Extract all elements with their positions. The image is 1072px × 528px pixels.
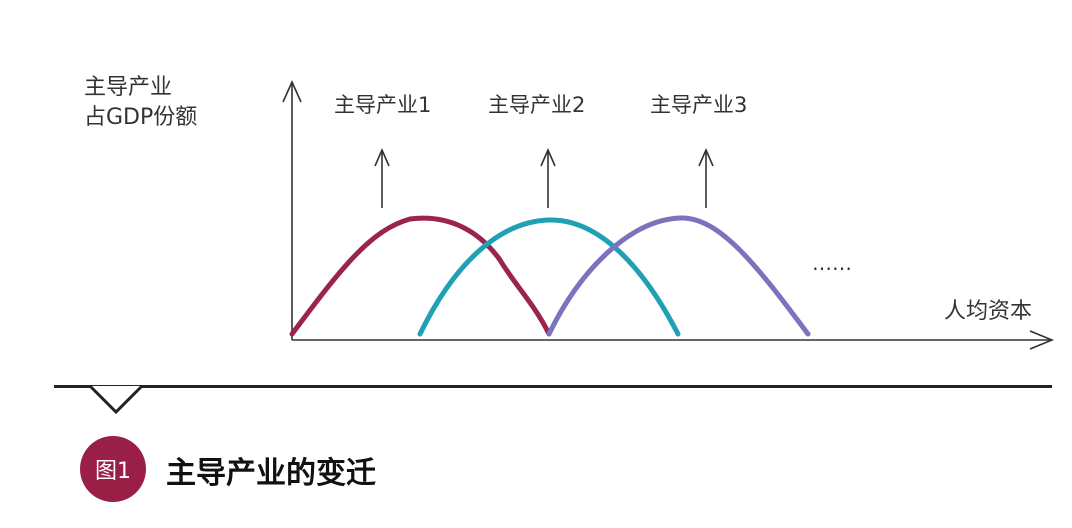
industry-1-curve bbox=[289, 215, 552, 337]
y-axis-label-line2: 占GDP份额 bbox=[84, 105, 197, 130]
figure-badge-text: 图1 bbox=[95, 459, 131, 484]
x-axis-arrowhead bbox=[1029, 330, 1055, 350]
industry-2-label: 主导产业2 bbox=[488, 93, 585, 117]
x-axis-label: 人均资本 bbox=[944, 299, 1032, 324]
y-axis-arrowhead bbox=[282, 80, 302, 103]
industry-3-arrow bbox=[698, 148, 714, 208]
y-axis-label-line1: 主导产业 bbox=[84, 75, 172, 100]
industry-2-arrow bbox=[540, 148, 556, 208]
continuation-ellipsis: …… bbox=[812, 251, 852, 275]
industry-1-arrow bbox=[374, 148, 390, 208]
industry-3-curve bbox=[546, 215, 811, 337]
caption-divider bbox=[54, 385, 1052, 388]
industry-2-curve bbox=[417, 217, 681, 337]
caption-notch bbox=[86, 384, 144, 415]
industry-3-label: 主导产业3 bbox=[650, 93, 747, 117]
figure-title: 主导产业的变迁 bbox=[166, 456, 376, 491]
figure-badge: 图1 bbox=[80, 436, 146, 502]
industry-1-label: 主导产业1 bbox=[334, 93, 431, 117]
